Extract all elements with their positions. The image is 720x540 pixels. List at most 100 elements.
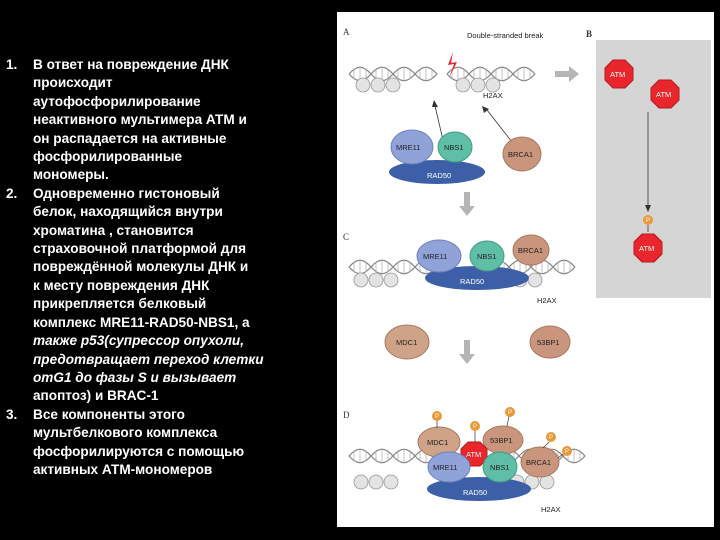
- text-line: активных АТМ-мономеров: [33, 461, 213, 477]
- mre11-label: MRE11: [396, 143, 420, 152]
- text-line: неактивного мультимера АТМ и: [33, 112, 247, 128]
- text-line: аутофосфорилирование: [33, 93, 201, 109]
- brca1-shape: [512, 234, 550, 266]
- nbs1-label: NBS1: [490, 463, 510, 472]
- mdc1-shape: [384, 324, 430, 360]
- text-line: фосфорилированные: [33, 149, 183, 165]
- brca1-label: BRCA1: [518, 246, 543, 255]
- nbs1-shape: [469, 240, 505, 272]
- atm-octagon: [650, 79, 680, 109]
- h2ax-label: H2AX: [537, 296, 557, 305]
- phospho-label: P: [473, 424, 477, 430]
- rad50-label: RAD50: [427, 171, 451, 180]
- list-item-1: 1. В ответ на повреждение ДНК происходит…: [6, 56, 336, 185]
- text-line: хроматина , становится: [33, 222, 194, 238]
- text-line: белок, находящийся внутри: [33, 204, 223, 220]
- 53bp1-label: 53BP1: [537, 338, 560, 347]
- panel-b-label: B: [586, 29, 592, 39]
- mre11-shape: [416, 239, 462, 273]
- h2ax-label: H2AX: [483, 91, 503, 100]
- brca1-label: BRCA1: [526, 458, 551, 467]
- arrow-head: [432, 100, 438, 107]
- text-line: также р53(супрессор опухоли,: [33, 333, 245, 349]
- phospho-label: P: [549, 435, 553, 441]
- nbs1-shape: [437, 131, 473, 163]
- text-line: комплекс MRE11-RAD50-NBS1, а: [33, 314, 250, 330]
- nucleosome: [353, 474, 399, 490]
- item-text: В ответ на повреждение ДНК происходит ау…: [33, 56, 336, 185]
- rad50-shape: [427, 477, 531, 501]
- nucleosome: [355, 77, 401, 93]
- phospho-group: P: [470, 421, 480, 442]
- arrow-line: [434, 105, 444, 141]
- phospho-label: P: [435, 414, 439, 420]
- phospho-group: P: [542, 432, 556, 449]
- item-number: 2.: [6, 185, 18, 201]
- nbs1-label: NBS1: [444, 143, 464, 152]
- figure-svg: A B C D Double-stranded break H2AX RAD50…: [337, 12, 714, 527]
- phospho-icon: [643, 215, 653, 225]
- text-line: фосфорилируются с помощью: [33, 443, 245, 459]
- nucleosome: [353, 272, 399, 288]
- arrow-head: [482, 106, 489, 113]
- rad50-label: RAD50: [463, 488, 487, 497]
- text-line: он распадается на активные: [33, 130, 227, 146]
- text-line: Одновременно гистоновый: [33, 185, 220, 201]
- arrow-head: [645, 205, 651, 212]
- dsb-label: Double-stranded break: [467, 31, 544, 40]
- atm-octagon: [604, 59, 634, 89]
- lightning-icon: [448, 52, 457, 78]
- list-item-3: 3. Все компоненты этого мультбелкового к…: [6, 406, 336, 480]
- mre11-shape: [427, 451, 471, 483]
- text-line: происходит: [33, 75, 113, 91]
- rad50-shape: [425, 266, 529, 290]
- nbs1-shape: [482, 451, 518, 483]
- phospho-icon: [505, 407, 515, 417]
- phospho-group: P: [505, 407, 515, 427]
- nbs1-label: NBS1: [477, 252, 497, 261]
- rad50-shape: [389, 160, 485, 184]
- brca1-shape: [502, 136, 542, 172]
- arrow-line: [486, 109, 513, 143]
- phospho-label: P: [646, 218, 650, 224]
- mre11-label: MRE11: [423, 252, 447, 261]
- h2ax-label: H2AX: [541, 505, 561, 514]
- text-line: повреждённой молекулы ДНК и: [33, 259, 249, 275]
- atm-label: ATM: [610, 70, 625, 79]
- text-line: В ответ на повреждение ДНК: [33, 57, 229, 72]
- mre11-shape: [390, 129, 434, 165]
- phospho-group: P: [432, 411, 442, 428]
- phospho-icon: [546, 432, 556, 442]
- phospho-label: P: [508, 410, 512, 416]
- atm-label: ATM: [639, 244, 654, 253]
- text-line: к месту повреждения ДНК: [33, 277, 210, 293]
- panel-a-label: A: [343, 27, 350, 37]
- text-line: предотвращает переход клетки: [33, 351, 264, 367]
- panel-d-label: D: [343, 410, 350, 420]
- text-line: отG1 до фазы S и вызывает: [33, 369, 237, 385]
- item-number: 1.: [6, 57, 18, 72]
- nucleosome: [455, 77, 501, 93]
- atm-octagon: [633, 233, 663, 263]
- phospho-group: P: [557, 446, 572, 459]
- text-line: Все компоненты этого: [33, 406, 185, 422]
- atm-label: ATM: [466, 450, 481, 459]
- 53bp1-shape: [529, 325, 571, 359]
- rad50-label: RAD50: [460, 277, 484, 286]
- text-line: мономеры.: [33, 167, 109, 183]
- list-item-2: 2. Одновременно гистоновый белок, находя…: [6, 185, 336, 406]
- brca1-label: BRCA1: [508, 150, 533, 159]
- phospho-icon: [562, 446, 572, 456]
- mdc1-label: MDC1: [396, 338, 417, 347]
- mdc1-label: MDC1: [427, 438, 448, 447]
- atm-label: ATM: [656, 90, 671, 99]
- panel-c-label: C: [343, 232, 349, 242]
- dna-repair-figure: A B C D Double-stranded break H2AX RAD50…: [337, 12, 714, 527]
- text-line: прикрепляется белковый: [33, 296, 207, 312]
- phospho-icon: [432, 411, 442, 421]
- text-column: 1. В ответ на повреждение ДНК происходит…: [6, 56, 336, 479]
- text-line: страховочной платформой для: [33, 241, 247, 257]
- item-text: Все компоненты этого мультбелкового комп…: [33, 406, 336, 480]
- mre11-label: MRE11: [433, 463, 457, 472]
- item-text: Одновременно гистоновый белок, находящий…: [33, 185, 336, 406]
